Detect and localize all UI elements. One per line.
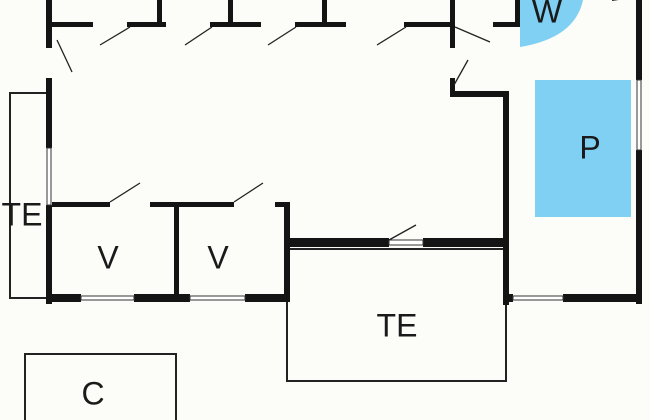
room-label-pool: P (579, 129, 600, 165)
room-label-carport: C (81, 375, 104, 411)
walls (46, 0, 642, 305)
room-label-bedroom-2: V (207, 239, 229, 275)
room-label-terrace-bottom: TE (377, 307, 418, 343)
windows (46, 79, 642, 301)
wc-shape (520, 0, 583, 47)
room-label-bedroom-1: V (97, 239, 119, 275)
terrace-bottom-outline (286, 248, 507, 382)
pool-shape (535, 80, 631, 217)
room-label-terrace-left: TE (2, 196, 43, 232)
door-swings (56, 26, 491, 241)
carport-outline (24, 353, 177, 420)
room-label-wc: W (532, 0, 563, 29)
